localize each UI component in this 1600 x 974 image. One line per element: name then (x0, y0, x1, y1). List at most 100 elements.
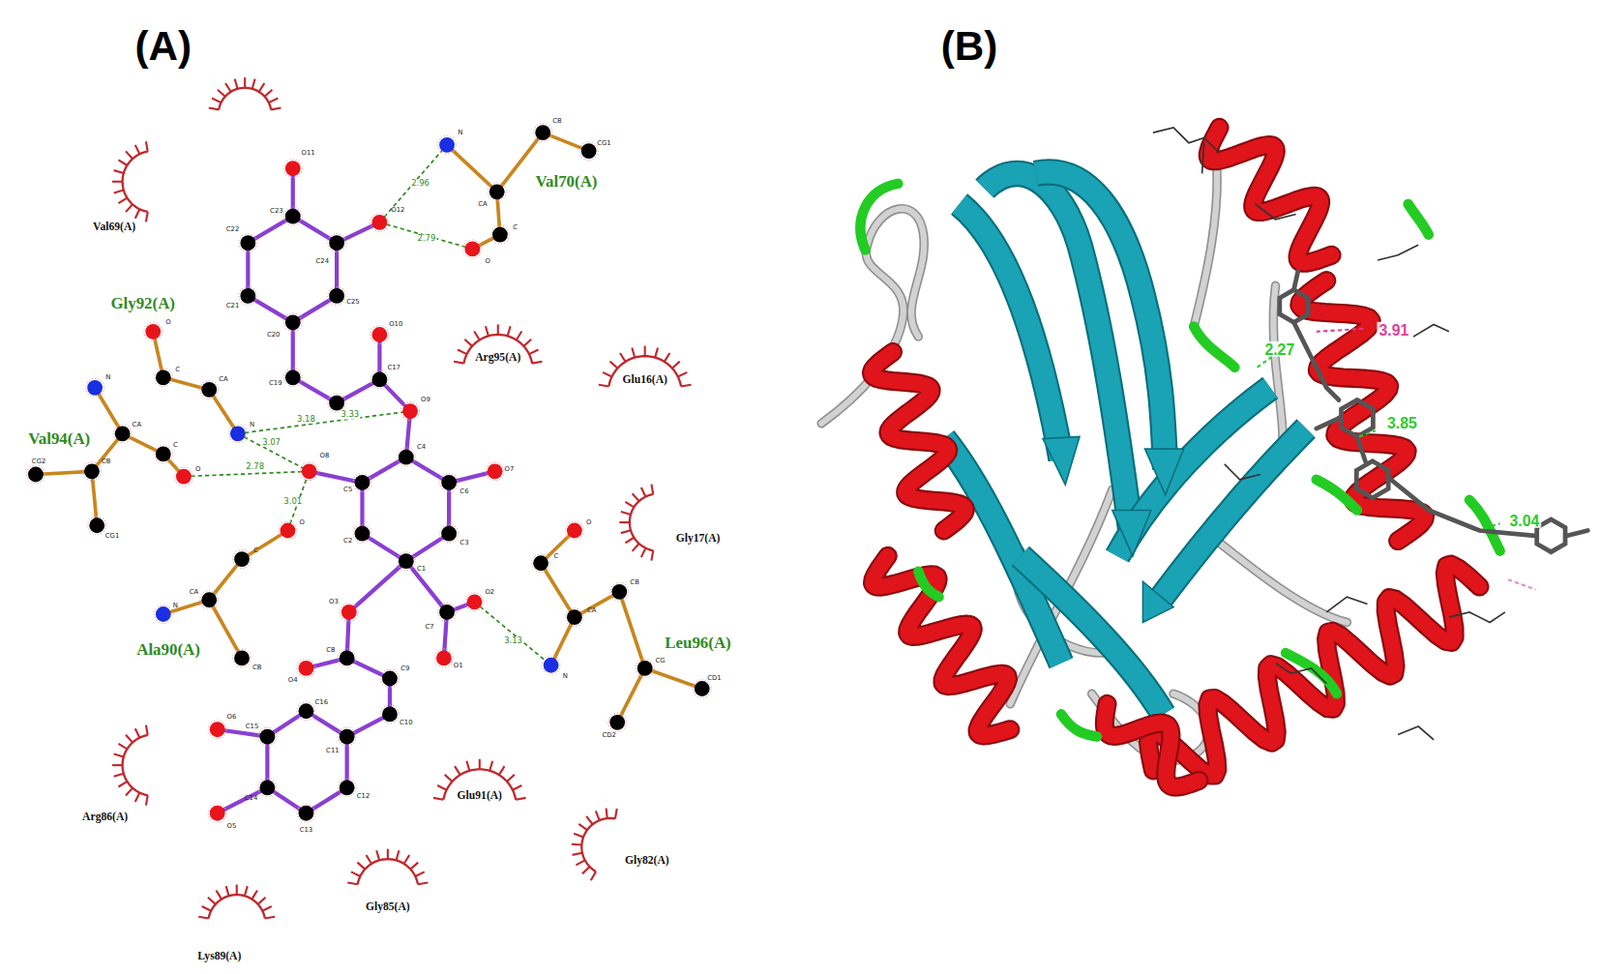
ligand-bond (245, 242, 250, 297)
hydrophobic-spoke (118, 159, 127, 166)
atom-halo (233, 550, 252, 569)
hydrogen-bond (379, 222, 473, 249)
hydrophobic-spoke (146, 211, 149, 222)
atom (581, 143, 597, 159)
atom-halo (258, 778, 277, 798)
atom (298, 703, 315, 719)
hydrophobic-spoke (641, 548, 647, 558)
ligand-bond (247, 296, 293, 323)
hydrophobic-arc (218, 88, 271, 111)
hydrophobic-spoke (433, 798, 444, 800)
turn-segment (1469, 500, 1501, 552)
ribbon-structure (821, 127, 1588, 788)
atom-halo (153, 605, 173, 624)
panel-label: (B) (941, 25, 999, 66)
atom-label: C23 (269, 207, 284, 215)
atom-label: C16 (315, 698, 329, 706)
hydrophobic-spoke (523, 339, 532, 347)
hydrophobic-spoke (135, 793, 141, 802)
hydrogen-bond (183, 471, 310, 476)
atom-label: N (249, 420, 255, 428)
hydrophobic-spoke (454, 766, 461, 775)
atom (87, 380, 103, 396)
turn-segment (860, 183, 899, 251)
atom-label: N (562, 673, 568, 681)
atom-halo (541, 655, 561, 675)
hydrophobic-spoke (198, 917, 208, 919)
hydrophobic-spoke (135, 208, 141, 218)
hydrophobic-spoke (516, 330, 523, 340)
helix-outline (871, 352, 966, 532)
hydrophobic-spoke (664, 353, 671, 362)
interaction-line (1484, 523, 1501, 529)
hydrophobic-arc (357, 859, 418, 885)
atom (398, 449, 415, 466)
hydrophobic-spoke (125, 150, 133, 159)
turn-segment (1193, 326, 1235, 368)
atom-label: C9 (400, 664, 410, 672)
atom-label: C13 (299, 827, 314, 834)
hydrophobic-spoke (575, 859, 585, 865)
atom-halo (26, 465, 45, 484)
atom (467, 593, 483, 610)
atom-halo (485, 462, 504, 481)
interaction-plot (26, 77, 712, 919)
hydrophobic-spoke (217, 89, 226, 97)
atom-halo (396, 447, 415, 467)
ligand-stick (1294, 322, 1339, 400)
atom (84, 463, 100, 479)
atom-label: O (586, 519, 592, 527)
atom-label: C11 (325, 747, 340, 755)
atom (441, 474, 457, 491)
atom-halo (283, 368, 302, 387)
distance-label: 2.96 (410, 179, 431, 188)
atom-halo (370, 325, 389, 344)
hydrophobic-spoke (532, 361, 542, 364)
hydrophobic-spoke (572, 853, 583, 856)
atom-label: O9 (420, 396, 431, 404)
atom-halo (463, 239, 482, 259)
residue-stick (1413, 324, 1450, 337)
atom-halo (337, 727, 356, 746)
atom (487, 463, 504, 479)
atom (280, 523, 297, 539)
hydrophobic-spoke (624, 502, 634, 508)
ligand-bond (406, 561, 447, 613)
hydrophobic-arc (208, 894, 266, 919)
atom-label: C17 (386, 363, 401, 371)
atom (355, 526, 371, 542)
helix-outline (1104, 704, 1200, 788)
atom-label: C21 (226, 302, 240, 310)
residue-label: Gly17(A) (676, 532, 721, 544)
atom-halo (579, 142, 598, 161)
hydrophobic-spoke (641, 487, 647, 497)
hydrophobic-spoke (529, 350, 538, 356)
hydrophobic-spoke (681, 385, 691, 387)
residue-bond (574, 592, 620, 618)
atom-halo (490, 225, 509, 244)
atom-halo (337, 649, 356, 668)
hydrophobic-spoke (651, 550, 653, 561)
distance-label: 3.18 (296, 414, 317, 423)
hydrophobic-spoke (474, 330, 480, 340)
distance-label: 3.91 (1376, 322, 1411, 338)
hydrophobic-arc (608, 355, 682, 386)
atom (533, 555, 549, 571)
atom-label: O5 (227, 823, 238, 830)
atom-halo (207, 803, 227, 823)
hydrophobic-spoke (571, 843, 583, 847)
atom-label: C2 (343, 537, 353, 545)
atom (339, 650, 356, 666)
hydrophobic-spoke (619, 521, 630, 524)
atom-label: C (512, 224, 518, 232)
atom-label: O2 (484, 588, 495, 595)
atom-halo (438, 602, 457, 622)
atom (439, 604, 455, 621)
atom-halo (238, 286, 258, 305)
hydrophobic-spoke (606, 808, 608, 819)
hydrophobic-spoke (507, 325, 511, 336)
hydrophobic-spoke (252, 79, 256, 89)
atom-halo (296, 803, 316, 823)
atom (489, 183, 505, 200)
